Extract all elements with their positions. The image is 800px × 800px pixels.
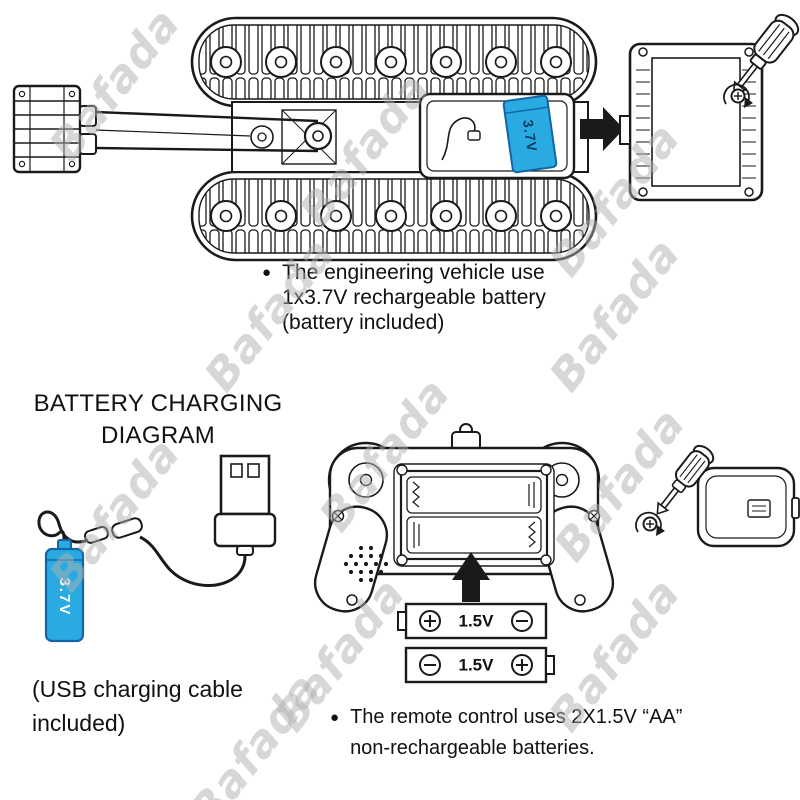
aa-battery-label: 1.5V (459, 612, 495, 631)
vehicle-battery-bay: 3.7V (418, 92, 576, 180)
aa-battery-row: 1.5V (404, 646, 555, 684)
dozer-blade (12, 84, 97, 174)
plus-terminal-icon (419, 610, 441, 632)
charging-battery-label: 3.7V (56, 578, 73, 617)
screw-icon (635, 511, 665, 536)
charging-cable (37, 510, 247, 587)
battery-cover (696, 466, 800, 548)
remote-note-line: non-rechargeable batteries. (350, 737, 595, 759)
screw-icon (331, 509, 601, 606)
caption-line: (USB charging cable (32, 676, 243, 702)
blade-arm (95, 110, 333, 153)
right-arrow-icon (580, 107, 624, 151)
bullet-icon: ● (330, 709, 340, 726)
battery-holder-box (619, 42, 764, 202)
usb-caption: (USB charging cable included) (32, 672, 243, 740)
remote-control-diagram: 1.5V 1.5V (313, 423, 615, 684)
screw-icon (723, 83, 753, 108)
usb-charging-diagram: 3.7V (37, 454, 277, 643)
remote-note-line: The remote control uses 2X1.5V “AA” (350, 706, 683, 728)
vehicle-battery-label: 3.7V (520, 119, 540, 154)
plus-terminal-icon (511, 654, 533, 676)
remote-controller (313, 423, 615, 613)
up-arrow-icon (452, 552, 490, 602)
track-bottom (190, 170, 598, 262)
screwdriver-icon (732, 13, 800, 96)
charging-battery: 3.7V (44, 539, 85, 643)
bullet-icon: ● (262, 264, 272, 281)
remote-battery-compartment (393, 463, 555, 567)
charging-heading: BATTERY CHARGING DIAGRAM (22, 388, 294, 452)
heading-line: DIAGRAM (100, 422, 216, 449)
screwdriver-icon (656, 444, 715, 515)
speaker-holes (343, 545, 389, 583)
minus-terminal-icon (419, 654, 441, 676)
vehicle-battery: 3.7V (502, 94, 558, 174)
vehicle-battery-note: ● The engineering vehicle use 1x3.7V rec… (262, 260, 546, 335)
aa-battery-row: 1.5V (397, 602, 548, 640)
vehicle-diagram: 3.7V (12, 13, 800, 262)
minus-terminal-icon (511, 610, 533, 632)
usb-plug-icon (213, 454, 277, 556)
caption-line: included) (32, 710, 126, 736)
remote-battery-note: ● The remote control uses 2X1.5V “AA” no… (330, 702, 682, 764)
battery-cover-diagram (635, 444, 800, 548)
vehicle-note-line: The engineering vehicle use (282, 261, 545, 284)
vehicle-note-line: (battery included) (282, 311, 445, 334)
vehicle-note-line: 1x3.7V rechargeable battery (282, 286, 546, 309)
aa-battery-label: 1.5V (459, 656, 495, 675)
heading-line: BATTERY CHARGING (33, 390, 283, 417)
track-top (190, 16, 598, 108)
